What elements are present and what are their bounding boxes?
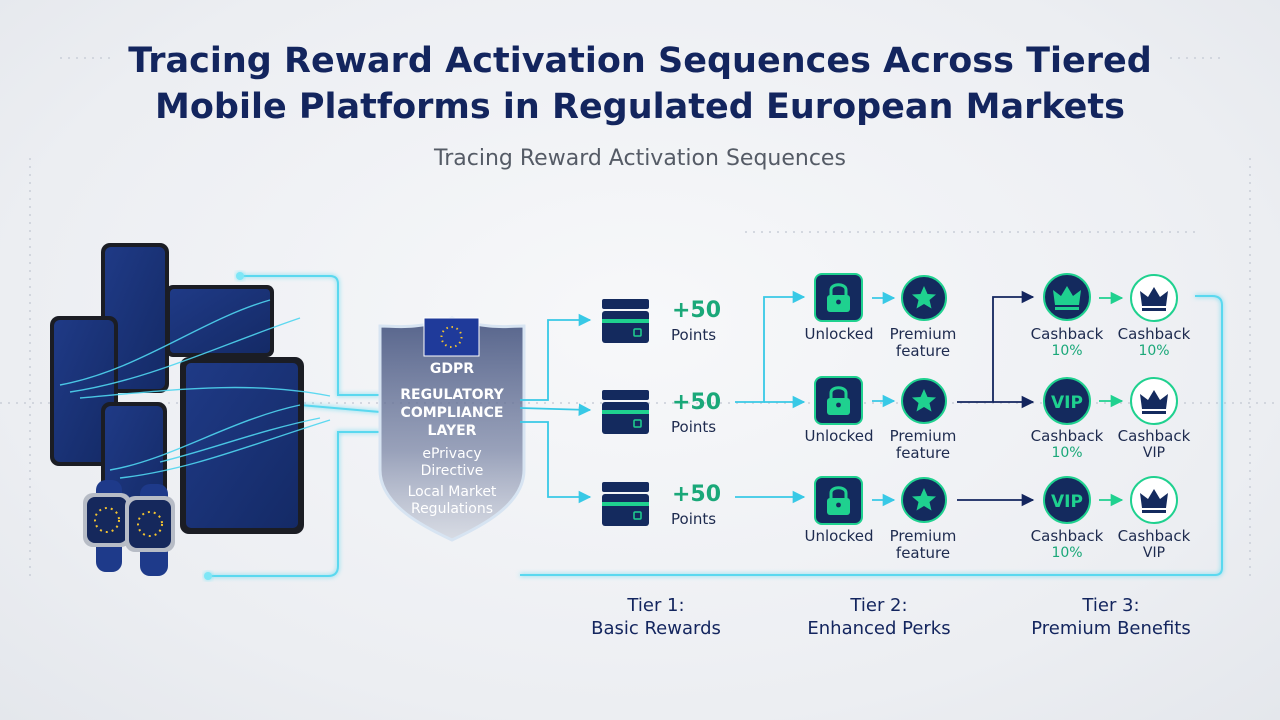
padlock-icon [814, 273, 863, 322]
cashback-value: 10% [1051, 445, 1083, 461]
shield-layer-line-1: REGULATORY [400, 387, 504, 403]
compliance-shield [378, 316, 526, 542]
tablet-icon [180, 357, 304, 534]
points-label: Points [671, 418, 717, 436]
points-label: Points [671, 326, 717, 344]
tier2-nodes [814, 273, 947, 525]
tier2-to-tier3-arrows [957, 290, 1035, 507]
shield-layer-line-2: COMPLIANCE [400, 405, 504, 421]
vip-badge-icon: VIP [1043, 476, 1091, 524]
glow-connectors [208, 275, 1223, 577]
page-subtitle: Tracing Reward Activation Sequences [434, 146, 846, 171]
premium-line-2: feature [895, 544, 951, 562]
vip-badge-icon: VIP [1043, 377, 1091, 425]
premium-line-1: Premium [889, 427, 957, 445]
smartwatch-icon [125, 484, 175, 576]
star-icon [901, 477, 947, 523]
padlock-icon [814, 376, 863, 425]
tier3-nodes: VIP VIP [1043, 273, 1178, 524]
crown-icon [1130, 476, 1178, 524]
shield-gdpr-label: GDPR [429, 361, 475, 377]
cashback-text: Cashback [1030, 325, 1104, 343]
tier-1-subtitle: Basic Rewards [591, 618, 721, 639]
tier-3-subtitle: Premium Benefits [1031, 618, 1191, 639]
points-value: +50 [672, 390, 722, 415]
star-icon [901, 378, 947, 424]
cashback-value: VIP [1142, 445, 1166, 461]
card-stack-icon [602, 482, 649, 526]
premium-line-1: Premium [889, 527, 957, 545]
card-stack-icon [602, 299, 649, 343]
padlock-icon [814, 476, 863, 525]
shield-local-line-1: Local Market [407, 484, 497, 500]
cashback-text: Cashback [1117, 427, 1191, 445]
crown-icon [1130, 274, 1178, 322]
eu-flag-icon [423, 317, 480, 357]
data-stream-streaks [59, 299, 331, 479]
vip-badge-text: VIP [1051, 492, 1083, 512]
page-title: Tracing Reward Activation Sequences Acro… [0, 38, 1280, 130]
title-line-1: Tracing Reward Activation Sequences Acro… [128, 41, 1152, 81]
connector-node-top [236, 272, 244, 280]
unlocked-label: Unlocked [804, 325, 874, 343]
connector-node-bottom [204, 572, 212, 580]
shield-layer-label: REGULATORY COMPLIANCE LAYER [378, 386, 526, 440]
cashback-text: Cashback [1030, 427, 1104, 445]
unlocked-label: Unlocked [804, 527, 874, 545]
shield-eprivacy-line-2: Directive [420, 463, 484, 479]
shield-layer-line-3: LAYER [427, 423, 477, 439]
title-line-2: Mobile Platforms in Regulated European M… [155, 87, 1125, 127]
premium-line-1: Premium [889, 325, 957, 343]
premium-line-2: feature [895, 342, 951, 360]
shield-eprivacy-line-1: ePrivacy [422, 446, 482, 462]
tier-1-heading: Tier 1:Basic Rewards [546, 594, 766, 640]
cashback-text: Cashback [1117, 325, 1191, 343]
shield-to-tier1-arrows [519, 313, 592, 504]
tier-2-subtitle: Enhanced Perks [807, 618, 951, 639]
card-stack-icon [602, 390, 649, 434]
tier-3-heading: Tier 3:Premium Benefits [1001, 594, 1221, 640]
star-icon [901, 275, 947, 321]
device-cluster [50, 243, 331, 576]
crown-icon [1130, 377, 1178, 425]
crown-icon [1043, 273, 1091, 321]
tier-2-heading: Tier 2:Enhanced Perks [769, 594, 989, 640]
unlocked-label: Unlocked [804, 427, 874, 445]
tier-3-title: Tier 3: [1082, 595, 1140, 616]
points-label: Points [671, 510, 717, 528]
cashback-value: VIP [1142, 545, 1166, 561]
cashback-text: Cashback [1117, 527, 1191, 545]
premium-line-2: feature [895, 444, 951, 462]
shield-eprivacy-label: ePrivacy Directive [378, 446, 526, 480]
tier-2-title: Tier 2: [850, 595, 908, 616]
smartwatch-icon [83, 480, 131, 572]
vip-badge-text: VIP [1051, 393, 1083, 413]
cashback-text: Cashback [1030, 527, 1104, 545]
tier1-to-tier2-arrows [735, 290, 806, 504]
tier-1-title: Tier 1: [627, 595, 685, 616]
shield-local-line-2: Regulations [410, 501, 494, 517]
shield-local-label: Local Market Regulations [378, 484, 526, 518]
cashback-value: 10% [1051, 545, 1083, 561]
points-value: +50 [672, 298, 722, 323]
cashback-value: 10% [1138, 343, 1170, 359]
cashback-value: 10% [1051, 343, 1083, 359]
points-value: +50 [672, 482, 722, 507]
tablet-icon [166, 285, 274, 357]
